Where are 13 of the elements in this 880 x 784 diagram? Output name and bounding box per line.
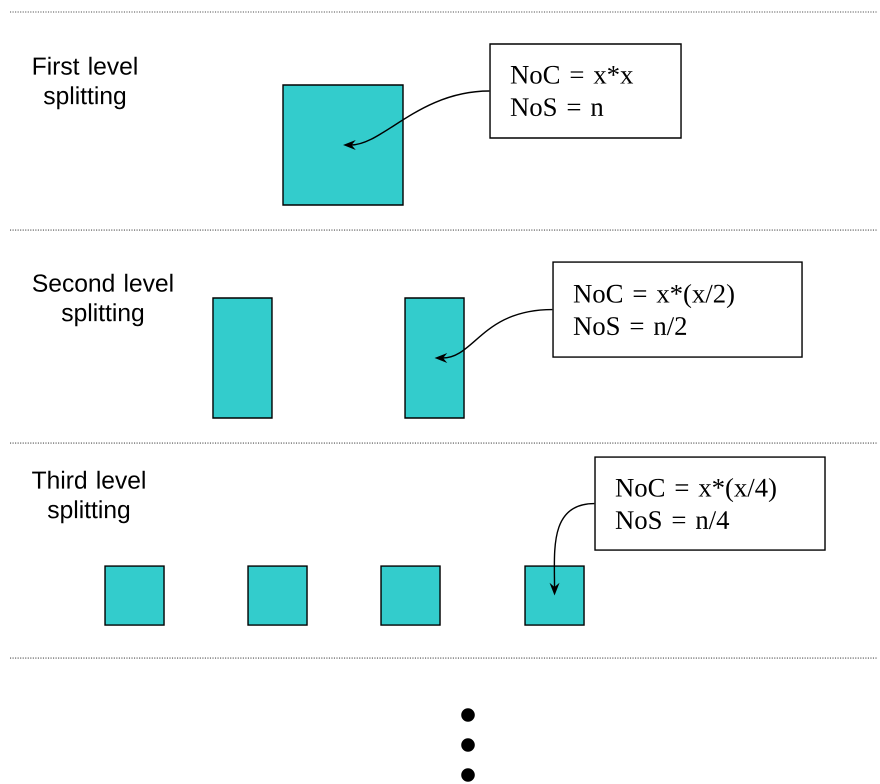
block [104, 565, 165, 626]
block [380, 565, 441, 626]
block [524, 565, 585, 626]
callout-box: NoC = x*(x/2) NoS = n/2 [552, 261, 803, 358]
block [282, 84, 404, 206]
level-label: First level splitting [34, 56, 137, 110]
block [404, 297, 465, 419]
callout-box: NoC = x*x NoS = n [489, 43, 682, 139]
level-label: Third level splitting [32, 470, 145, 524]
level-label: Second level splitting [33, 274, 172, 326]
block [212, 297, 273, 419]
callout-box: NoC = x*(x/4) NoS = n/4 [594, 456, 826, 551]
block [247, 565, 308, 626]
